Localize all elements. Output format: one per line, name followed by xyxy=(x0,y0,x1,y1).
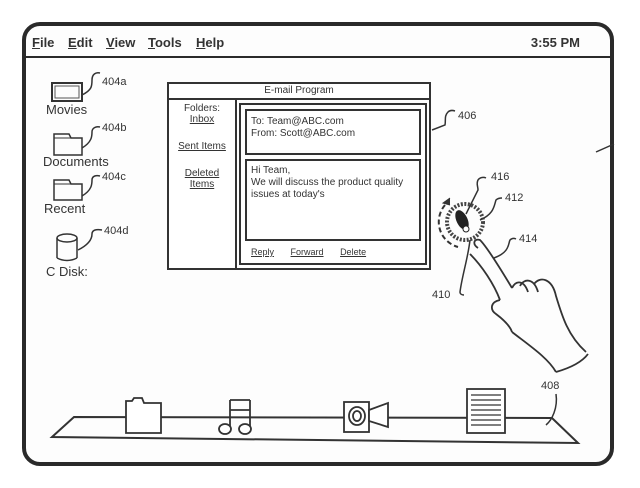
menu-file[interactable]: File xyxy=(32,35,55,50)
leader-408 xyxy=(545,393,558,426)
dock-music-note-icon[interactable] xyxy=(218,399,252,435)
forward-link[interactable]: Forward xyxy=(290,247,324,257)
message-body-line: Hi Team, xyxy=(251,165,291,176)
ref-406: 406 xyxy=(458,110,477,122)
message-body[interactable]: Hi Team, We will discuss the product qua… xyxy=(245,159,421,241)
menu-view[interactable]: View xyxy=(106,35,136,50)
movies-icon[interactable] xyxy=(51,82,83,102)
message-from: From: Scott@ABC.com xyxy=(251,128,356,139)
message-actions: Reply Forward Delete xyxy=(251,247,380,257)
c-disk-icon[interactable] xyxy=(56,233,78,262)
folder-sent-items[interactable]: Sent Items xyxy=(178,141,226,152)
message-to: To: Team@ABC.com xyxy=(251,116,344,127)
leader-404d xyxy=(77,228,103,251)
folders-pane: Folders: Inbox Sent Items Deleted Items xyxy=(169,100,237,268)
documents-folder-icon[interactable] xyxy=(53,133,83,156)
message-body-line: We will discuss the product quality xyxy=(251,177,404,188)
ref-414: 414 xyxy=(519,233,538,245)
menu-bar: File Edit View Tools Help 3:55 PM xyxy=(26,26,610,58)
ref-416: 416 xyxy=(491,171,510,183)
ref-410: 410 xyxy=(432,289,451,301)
dock-folder-icon[interactable] xyxy=(125,397,162,434)
leader-404c xyxy=(81,174,101,197)
folder-deleted-items[interactable]: Items xyxy=(189,179,215,190)
leader-404a xyxy=(81,72,101,96)
clock: 3:55 PM xyxy=(530,35,580,50)
desktop-label-c-disk[interactable]: C Disk: xyxy=(46,264,88,279)
folder-inbox[interactable]: Inbox xyxy=(189,114,215,125)
leader-416 xyxy=(465,176,487,215)
ref-404c: 404c xyxy=(102,171,126,183)
leader-406 xyxy=(431,109,456,131)
ref-412: 412 xyxy=(505,192,524,204)
menu-help[interactable]: Help xyxy=(196,35,225,50)
leader-410 xyxy=(459,239,471,296)
ref-404a: 404a xyxy=(102,76,127,88)
ref-408: 408 xyxy=(541,380,560,392)
delete-link[interactable]: Delete xyxy=(340,247,367,257)
desktop-label-movies[interactable]: Movies xyxy=(46,102,88,117)
reply-link[interactable]: Reply xyxy=(251,247,275,257)
ref-404b: 404b xyxy=(102,122,127,134)
message-header: To: Team@ABC.com From: Scott@ABC.com xyxy=(245,109,421,155)
folder-deleted[interactable]: Deleted xyxy=(184,168,220,179)
dock-document-icon[interactable] xyxy=(466,388,506,434)
leader-414 xyxy=(493,237,517,259)
desktop-label-recent[interactable]: Recent xyxy=(44,201,86,216)
folders-label: Folders: xyxy=(183,103,221,114)
message-pane: To: Team@ABC.com From: Scott@ABC.com Hi … xyxy=(239,103,427,265)
dock-video-camera-icon[interactable] xyxy=(343,401,389,433)
leader-404b xyxy=(81,126,101,149)
recent-folder-icon[interactable] xyxy=(53,179,83,201)
email-window-title: E-mail Program xyxy=(169,84,429,100)
menu-edit[interactable]: Edit xyxy=(68,35,93,50)
message-body-line: issues at today's xyxy=(251,189,325,200)
edge-mark xyxy=(595,143,615,153)
ref-404d: 404d xyxy=(104,225,129,237)
dock xyxy=(49,388,581,445)
leader-412 xyxy=(479,197,503,221)
rotation-indicator-icon[interactable] xyxy=(437,197,485,248)
desktop-label-documents[interactable]: Documents xyxy=(43,154,109,169)
email-window: E-mail Program Folders: Inbox Sent Items… xyxy=(167,82,431,270)
hand-icon xyxy=(469,238,589,373)
menu-tools[interactable]: Tools xyxy=(148,35,182,50)
